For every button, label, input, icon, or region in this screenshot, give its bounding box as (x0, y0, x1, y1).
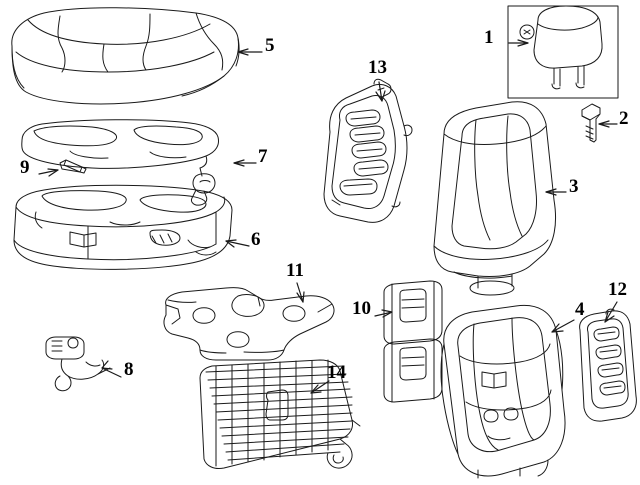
callout-10: 10 (352, 298, 371, 319)
callout-leader-lines (38, 39, 618, 394)
part-10-lumbar-pad (383, 280, 443, 403)
callout-1: 1 (484, 27, 494, 48)
callout-3: 3 (569, 176, 579, 197)
part-12-seat-back-module (579, 308, 637, 422)
part-2-head-restraint-bolt (581, 103, 601, 143)
part-7-cushion-pad (21, 119, 219, 206)
callout-5: 5 (265, 35, 275, 56)
part-14-seat-heater-element (199, 359, 361, 469)
part-8-seat-wire-bracket (45, 336, 111, 392)
part-3-seat-back-cover (433, 101, 557, 296)
callout-8: 8 (124, 359, 134, 380)
callout-13: 13 (368, 57, 387, 78)
callout-14: 14 (327, 362, 346, 383)
callout-7: 7 (258, 146, 268, 167)
callout-9: 9 (20, 157, 30, 178)
part-13-seat-back-wire-harness (323, 78, 413, 223)
part-5-seat-cushion-cover (11, 7, 240, 105)
callout-12: 12 (608, 279, 627, 300)
callout-11: 11 (286, 260, 304, 281)
callout-2: 2 (619, 108, 629, 129)
part-11-occupant-sensor-mat (163, 287, 335, 361)
callout-4: 4 (575, 299, 585, 320)
part-1-head-restraint (507, 5, 619, 99)
part-9-pad-clip (59, 159, 87, 174)
part-6-seat-cushion-frame (13, 184, 233, 270)
callout-6: 6 (251, 229, 261, 250)
part-4-seat-back-frame (440, 304, 566, 479)
